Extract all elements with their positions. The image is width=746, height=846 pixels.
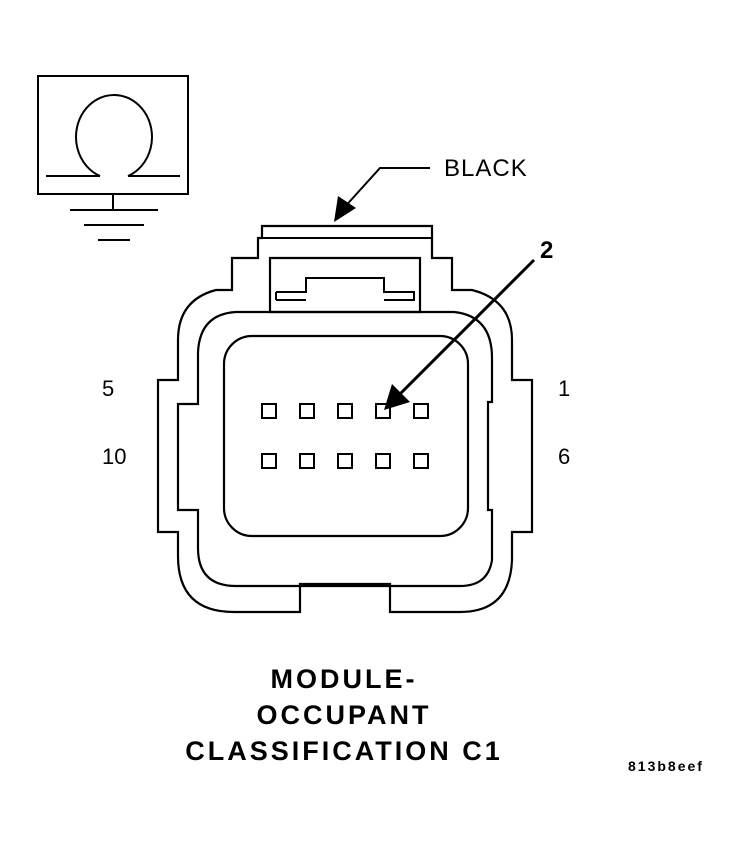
pin-label-top-right: 1 — [558, 376, 570, 401]
pin-8 — [337, 453, 353, 469]
title-line-1: MODULE- — [271, 664, 418, 694]
pin-3 — [337, 403, 353, 419]
ohm-ground-icon — [37, 75, 189, 241]
title-line-3: CLASSIFICATION C1 — [185, 736, 503, 766]
figure-code: 813b8eef — [628, 758, 704, 774]
pin-label-bottom-left: 10 — [102, 444, 126, 469]
title-line-2: OCCUPANT — [257, 700, 432, 730]
diagram-title: MODULE- OCCUPANT CLASSIFICATION C1 — [185, 664, 503, 766]
wire-color-leader — [334, 167, 430, 222]
pin-row-bottom — [261, 453, 429, 469]
callout-arrow — [384, 258, 536, 410]
callout-number: 2 — [540, 237, 553, 264]
pin-label-bottom-right: 6 — [558, 444, 570, 469]
connector-body — [156, 224, 534, 614]
wire-color-label: BLACK — [444, 155, 528, 182]
pin-row-top — [261, 403, 429, 419]
pin-7 — [375, 453, 391, 469]
pin-label-top-left: 5 — [102, 376, 114, 401]
pin-6 — [413, 453, 429, 469]
pin-1 — [413, 403, 429, 419]
pin-4 — [299, 403, 315, 419]
pin-10 — [261, 453, 277, 469]
pin-5 — [261, 403, 277, 419]
pin-9 — [299, 453, 315, 469]
